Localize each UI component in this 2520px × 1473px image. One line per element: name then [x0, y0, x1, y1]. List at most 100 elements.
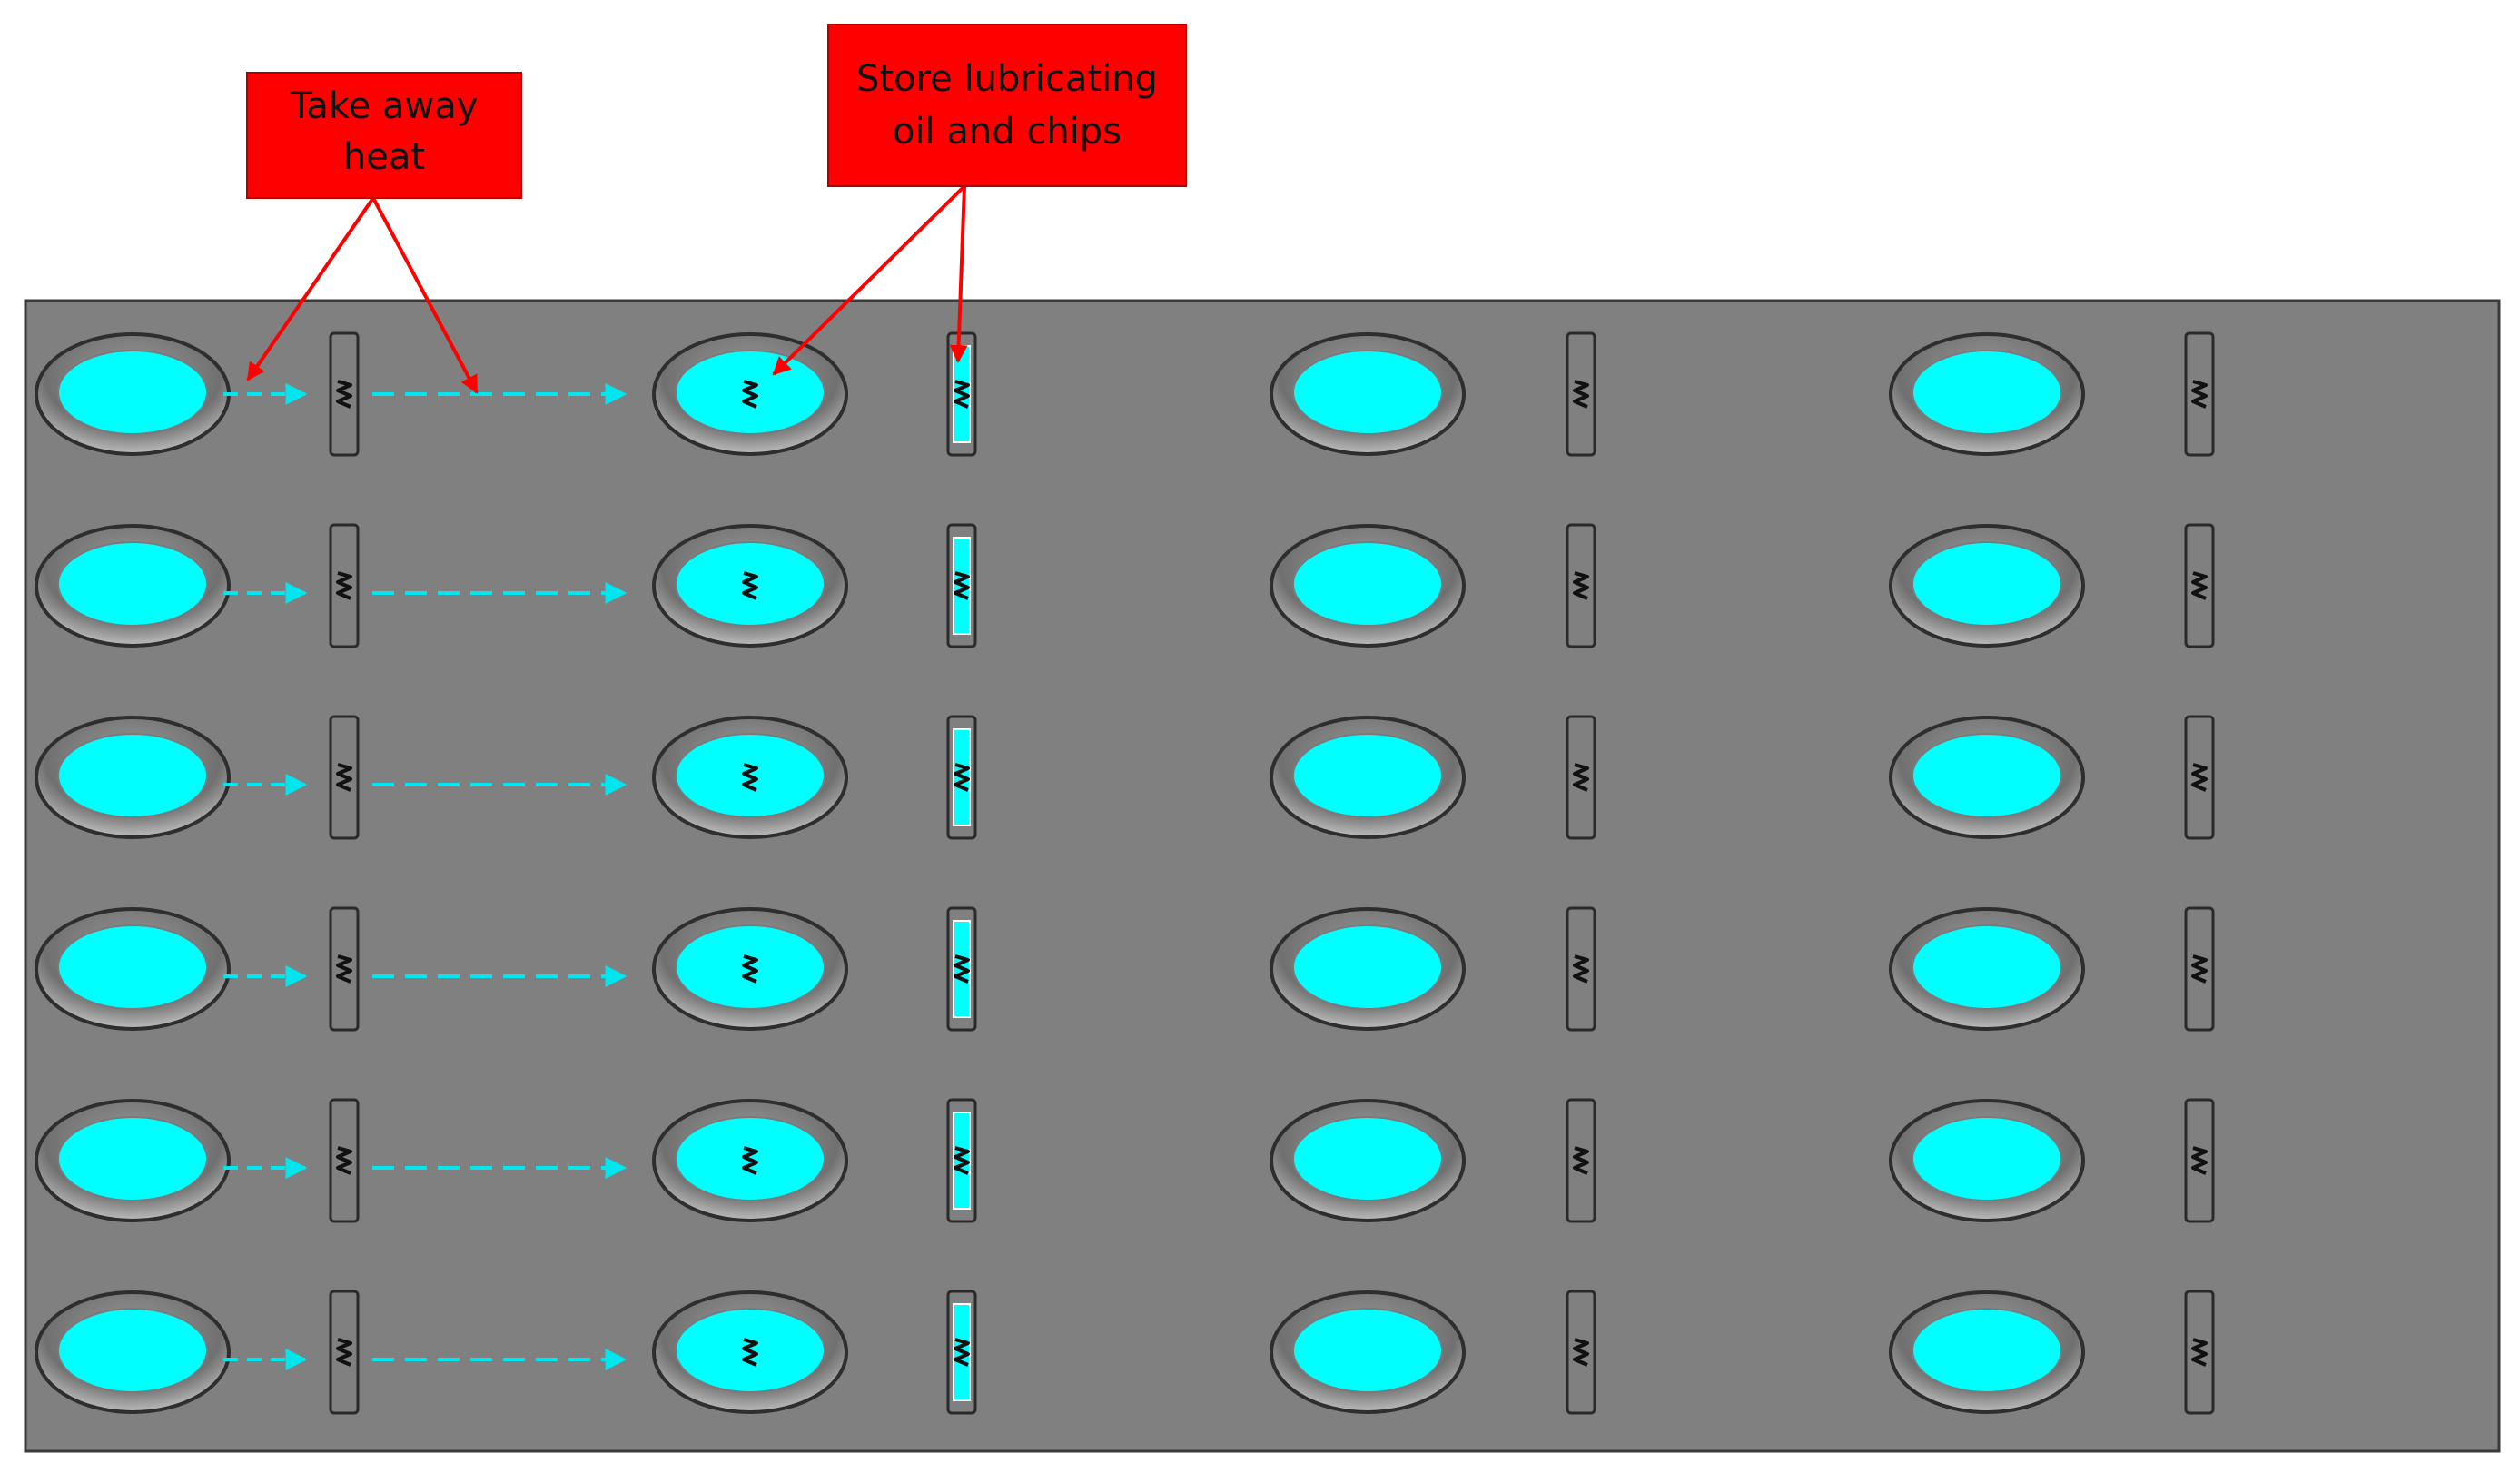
callout-heat: Take away heat	[246, 72, 522, 199]
groove-slot-icon	[1566, 906, 1596, 1032]
groove-slot-icon	[329, 331, 360, 457]
coil-chip-icon	[954, 1146, 970, 1175]
elliptical-dimple-icon	[1270, 907, 1466, 1031]
coil-chip-icon	[1573, 954, 1589, 984]
texture-row	[35, 906, 2215, 1032]
groove-slot-icon	[329, 1290, 360, 1415]
groove-slot-icon	[2184, 331, 2215, 457]
groove-slot-icon	[2184, 523, 2215, 648]
groove-slot-icon	[946, 331, 977, 457]
elliptical-dimple-icon	[35, 716, 231, 839]
coil-chip-icon	[1573, 1146, 1589, 1175]
texture-grid	[35, 331, 2215, 1415]
coil-chip-icon	[954, 1338, 970, 1367]
coil-chip-icon	[336, 380, 352, 409]
groove-slot-icon	[1566, 1098, 1596, 1223]
groove-slot-icon	[2184, 1098, 2215, 1223]
coil-chip-icon	[2191, 571, 2208, 600]
elliptical-dimple-icon	[1270, 1290, 1466, 1414]
groove-slot-icon	[1566, 523, 1596, 648]
callout-label: Store lubricating	[856, 58, 1158, 100]
elliptical-dimple-icon	[1889, 716, 2085, 839]
groove-slot-icon	[946, 715, 977, 840]
coil-chip-icon	[2191, 954, 2208, 984]
coil-chip-icon	[742, 571, 758, 600]
callout-pointer-arrow	[949, 185, 968, 363]
elliptical-dimple-icon	[1889, 907, 2085, 1031]
callout-box	[246, 72, 522, 199]
callout-store: Store lubricating oil and chips	[827, 24, 1187, 187]
coil-chip-icon	[2191, 763, 2208, 792]
elliptical-dimple-icon	[652, 907, 848, 1031]
elliptical-dimple-icon	[1889, 1099, 2085, 1222]
callout-label: heat	[343, 136, 425, 178]
elliptical-dimple-icon	[1270, 332, 1466, 456]
elliptical-dimple-icon	[1889, 1290, 2085, 1414]
coil-chip-icon	[742, 1338, 758, 1367]
coil-chip-icon	[742, 763, 758, 792]
callout-pointer-arrow	[246, 196, 375, 381]
elliptical-dimple-icon	[652, 1290, 848, 1414]
textured-plate	[24, 299, 2501, 1453]
groove-slot-icon	[1566, 331, 1596, 457]
elliptical-dimple-icon	[1270, 524, 1466, 648]
groove-slot-icon	[329, 1098, 360, 1223]
elliptical-dimple-icon	[35, 907, 231, 1031]
coil-chip-icon	[1573, 380, 1589, 409]
elliptical-dimple-icon	[652, 716, 848, 839]
coil-chip-icon	[336, 1338, 352, 1367]
groove-slot-icon	[329, 523, 360, 648]
texture-row	[35, 523, 2215, 648]
callout-label: Take away	[290, 85, 479, 127]
elliptical-dimple-icon	[1270, 716, 1466, 839]
coil-chip-icon	[954, 571, 970, 600]
groove-slot-icon	[946, 1290, 977, 1415]
groove-slot-icon	[946, 1098, 977, 1223]
coil-chip-icon	[954, 763, 970, 792]
callout-pointer-arrow	[772, 184, 966, 376]
elliptical-dimple-icon	[35, 1290, 231, 1414]
coil-chip-icon	[2191, 380, 2208, 409]
groove-slot-icon	[329, 715, 360, 840]
groove-slot-icon	[1566, 1290, 1596, 1415]
elliptical-dimple-icon	[652, 332, 848, 456]
coil-chip-icon	[954, 380, 970, 409]
elliptical-dimple-icon	[1889, 332, 2085, 456]
coil-chip-icon	[336, 763, 352, 792]
elliptical-dimple-icon	[35, 524, 231, 648]
coil-chip-icon	[336, 571, 352, 600]
elliptical-dimple-icon	[35, 332, 231, 456]
texture-row	[35, 1290, 2215, 1415]
elliptical-dimple-icon	[652, 1099, 848, 1222]
groove-slot-icon	[946, 906, 977, 1032]
coil-chip-icon	[2191, 1146, 2208, 1175]
coil-chip-icon	[336, 1146, 352, 1175]
elliptical-dimple-icon	[1270, 1099, 1466, 1222]
coil-chip-icon	[742, 380, 758, 409]
coil-chip-icon	[742, 954, 758, 984]
coil-chip-icon	[1573, 1338, 1589, 1367]
elliptical-dimple-icon	[1889, 524, 2085, 648]
coil-chip-icon	[2191, 1338, 2208, 1367]
coil-chip-icon	[954, 954, 970, 984]
groove-slot-icon	[1566, 715, 1596, 840]
coil-chip-icon	[1573, 571, 1589, 600]
groove-slot-icon	[2184, 906, 2215, 1032]
coil-chip-icon	[1573, 763, 1589, 792]
texture-row	[35, 1098, 2215, 1223]
groove-slot-icon	[2184, 1290, 2215, 1415]
coil-chip-icon	[336, 954, 352, 984]
callout-box	[827, 24, 1187, 187]
groove-slot-icon	[329, 906, 360, 1032]
coil-chip-icon	[742, 1146, 758, 1175]
texture-row	[35, 715, 2215, 840]
callout-pointer-arrow	[371, 197, 479, 394]
groove-slot-icon	[946, 523, 977, 648]
callouts: Take away heat Store lubricating oil and ch…	[246, 24, 1187, 199]
groove-slot-icon	[2184, 715, 2215, 840]
elliptical-dimple-icon	[35, 1099, 231, 1222]
callout-label: oil and chips	[893, 111, 1122, 153]
elliptical-dimple-icon	[652, 524, 848, 648]
callout-pointers	[246, 184, 968, 394]
